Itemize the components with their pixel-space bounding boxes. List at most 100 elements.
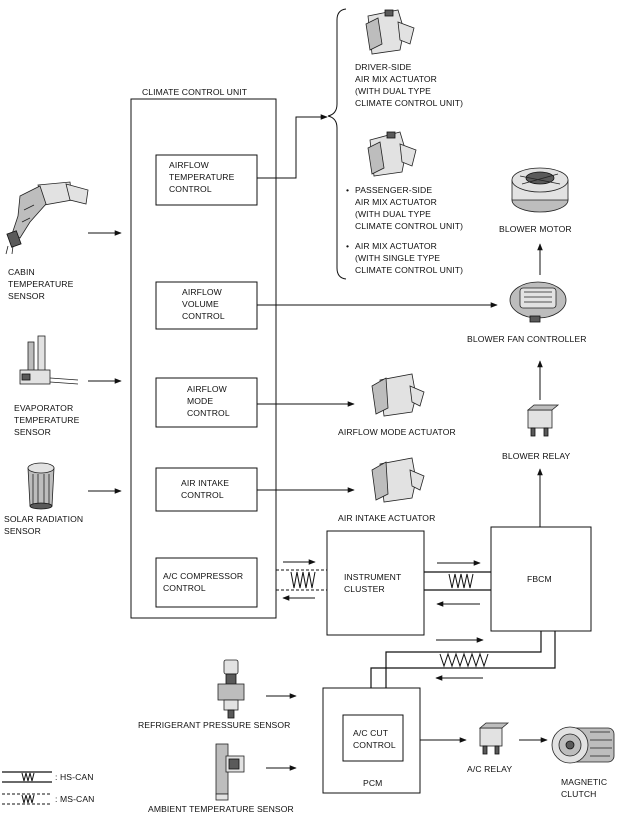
hs-can-link-fbcm-pcm	[370, 631, 556, 688]
ac-compressor-control-line-2: CONTROL	[163, 583, 206, 593]
air-intake-actuator-icon	[371, 457, 425, 503]
evaporator-temperature-sensor: EVAPORATOR TEMPERATURE SENSOR	[14, 335, 80, 437]
instrument-cluster-label-1: INSTRUMENT	[344, 572, 402, 582]
ms-can-twist	[290, 571, 316, 589]
instrument-cluster: INSTRUMENT CLUSTER	[326, 530, 425, 636]
driver-side-air-mix-actuator: DRIVER-SIDE AIR MIX ACTUATOR (WITH DUAL …	[355, 9, 463, 108]
airflow-mode-actuator-icon	[371, 373, 425, 417]
air-intake-actuator-label: AIR INTAKE ACTUATOR	[338, 513, 435, 523]
legend: : HS-CAN : MS-CAN	[2, 771, 94, 805]
passenger-actuator-bullet: •	[346, 185, 349, 195]
instrument-cluster-box	[326, 530, 425, 636]
ac-cut-control-label-1: A/C CUT	[353, 728, 389, 738]
airflow-mode-actuator: AIRFLOW MODE ACTUATOR	[338, 373, 456, 437]
air-intake-actuator: AIR INTAKE ACTUATOR	[338, 457, 435, 523]
instrument-cluster-label-2: CLUSTER	[344, 584, 385, 594]
airflow-mode-actuator-label: AIRFLOW MODE ACTUATOR	[338, 427, 456, 437]
ac-compressor-control-box	[155, 557, 258, 608]
ambient-sensor-icon	[215, 743, 245, 801]
solar-sensor-icon	[27, 462, 55, 510]
single-type-air-mix-actuator: • AIR MIX ACTUATOR (WITH SINGLE TYPE CLI…	[346, 241, 463, 275]
airflow-volume-control-line-3: CONTROL	[182, 311, 225, 321]
ac-compressor-control-line-1: A/C COMPRESSOR	[163, 571, 243, 581]
evaporator-sensor-label-2: TEMPERATURE	[14, 415, 80, 425]
air-intake-control-line-1: AIR INTAKE	[181, 478, 229, 488]
air-intake-control-module: AIR INTAKE CONTROL	[155, 467, 258, 512]
passenger-actuator-label-2: AIR MIX ACTUATOR	[355, 197, 437, 207]
single-actuator-label-1: AIR MIX ACTUATOR	[355, 241, 437, 251]
evaporator-sensor-icon	[19, 335, 79, 385]
magnetic-clutch-icon	[551, 726, 615, 764]
passenger-side-air-mix-actuator: • PASSENGER-SIDE AIR MIX ACTUATOR (WITH …	[346, 131, 463, 231]
airflow-mode-control-box	[155, 377, 258, 428]
passenger-actuator-label-3: (WITH DUAL TYPE	[355, 209, 431, 219]
driver-actuator-label-2: AIR MIX ACTUATOR	[355, 74, 437, 84]
cabin-sensor-label-3: SENSOR	[8, 291, 45, 301]
cabin-temperature-sensor: CABIN TEMPERATURE SENSOR	[5, 181, 89, 301]
single-actuator-bullet: •	[346, 241, 349, 251]
solar-radiation-sensor: SOLAR RADIATION SENSOR	[4, 462, 83, 536]
cabin-sensor-label-1: CABIN	[8, 267, 35, 277]
blower-motor-icon	[511, 167, 569, 213]
magnetic-clutch-label-1: MAGNETIC	[561, 777, 607, 787]
fbcm: FBCM	[490, 526, 592, 632]
blower-relay-label: BLOWER RELAY	[502, 451, 571, 461]
pcm-label: PCM	[363, 778, 382, 788]
legend-ms-can-label: : MS-CAN	[55, 794, 94, 804]
air-intake-control-box	[155, 467, 258, 512]
air-intake-control-line-2: CONTROL	[181, 490, 224, 500]
ac-relay-label: A/C RELAY	[467, 764, 512, 774]
driver-actuator-label-1: DRIVER-SIDE	[355, 62, 412, 72]
refrigerant-pressure-sensor: REFRIGERANT PRESSURE SENSOR	[138, 659, 290, 730]
single-actuator-label-2: (WITH SINGLE TYPE	[355, 253, 440, 263]
hs-can-twist	[448, 573, 474, 589]
airflow-mode-control-line-2: MODE	[187, 396, 213, 406]
airflow-volume-control-line-1: AIRFLOW	[182, 287, 223, 297]
climate-control-unit: CLIMATE CONTROL UNIT AIRFLOW TEMPERATURE…	[130, 87, 277, 619]
magnetic-clutch: MAGNETIC CLUTCH	[551, 726, 615, 799]
blower-fan-controller-icon	[509, 281, 567, 323]
fbcm-label: FBCM	[527, 574, 552, 584]
evaporator-sensor-label-1: EVAPORATOR	[14, 403, 73, 413]
ac-cut-control-label-2: CONTROL	[353, 740, 396, 750]
blower-motor-label: BLOWER MOTOR	[499, 224, 572, 234]
airflow-temperature-control-box	[155, 154, 258, 206]
hs-can-wire-outer	[370, 631, 556, 688]
fbcm-box	[490, 526, 592, 632]
ambient-temperature-sensor: AMBIENT TEMPERATURE SENSOR	[148, 743, 294, 814]
cabin-sensor-icon	[5, 181, 89, 255]
airflow-temperature-control-line-2: TEMPERATURE	[169, 172, 235, 182]
hs-can-wire-inner	[385, 651, 436, 688]
airflow-mode-control-line-3: CONTROL	[187, 408, 230, 418]
evaporator-sensor-label-3: SENSOR	[14, 427, 51, 437]
refrigerant-sensor-label: REFRIGERANT PRESSURE SENSOR	[138, 720, 290, 730]
driver-air-mix-actuator-icon	[365, 9, 415, 55]
legend-hs-can: : HS-CAN	[2, 771, 93, 783]
driver-actuator-label-4: CLIMATE CONTROL UNIT)	[355, 98, 463, 108]
ms-can-link-ccu-cluster	[276, 559, 327, 601]
passenger-air-mix-actuator-icon	[367, 131, 417, 177]
airflow-mode-control-module: AIRFLOW MODE CONTROL	[155, 377, 258, 428]
refrigerant-sensor-icon	[217, 659, 245, 719]
ambient-sensor-label: AMBIENT TEMPERATURE SENSOR	[148, 804, 294, 814]
airflow-volume-control-box	[155, 281, 258, 330]
hs-can-wire-inner-top	[436, 631, 542, 653]
hs-can-twist-2	[439, 652, 489, 668]
passenger-actuator-label-1: PASSENGER-SIDE	[355, 185, 432, 195]
cabin-sensor-label-2: TEMPERATURE	[8, 279, 74, 289]
ac-relay-icon	[478, 722, 510, 755]
airflow-temperature-control-line-1: AIRFLOW	[169, 160, 210, 170]
ac-cut-control-box	[342, 714, 404, 762]
airflow-temperature-control-line-3: CONTROL	[169, 184, 212, 194]
blower-fan-controller-label: BLOWER FAN CONTROLLER	[467, 334, 587, 344]
magnetic-clutch-label-2: CLUTCH	[561, 789, 596, 799]
solar-sensor-label-1: SOLAR RADIATION	[4, 514, 83, 524]
blower-relay-icon	[526, 404, 560, 437]
hs-can-link-cluster-fbcm	[424, 560, 491, 607]
ac-relay: A/C RELAY	[467, 722, 512, 774]
legend-ms-can: : MS-CAN	[2, 793, 94, 805]
airflow-volume-control-line-2: VOLUME	[182, 299, 219, 309]
solar-sensor-label-2: SENSOR	[4, 526, 41, 536]
blower-motor: BLOWER MOTOR	[499, 167, 572, 234]
